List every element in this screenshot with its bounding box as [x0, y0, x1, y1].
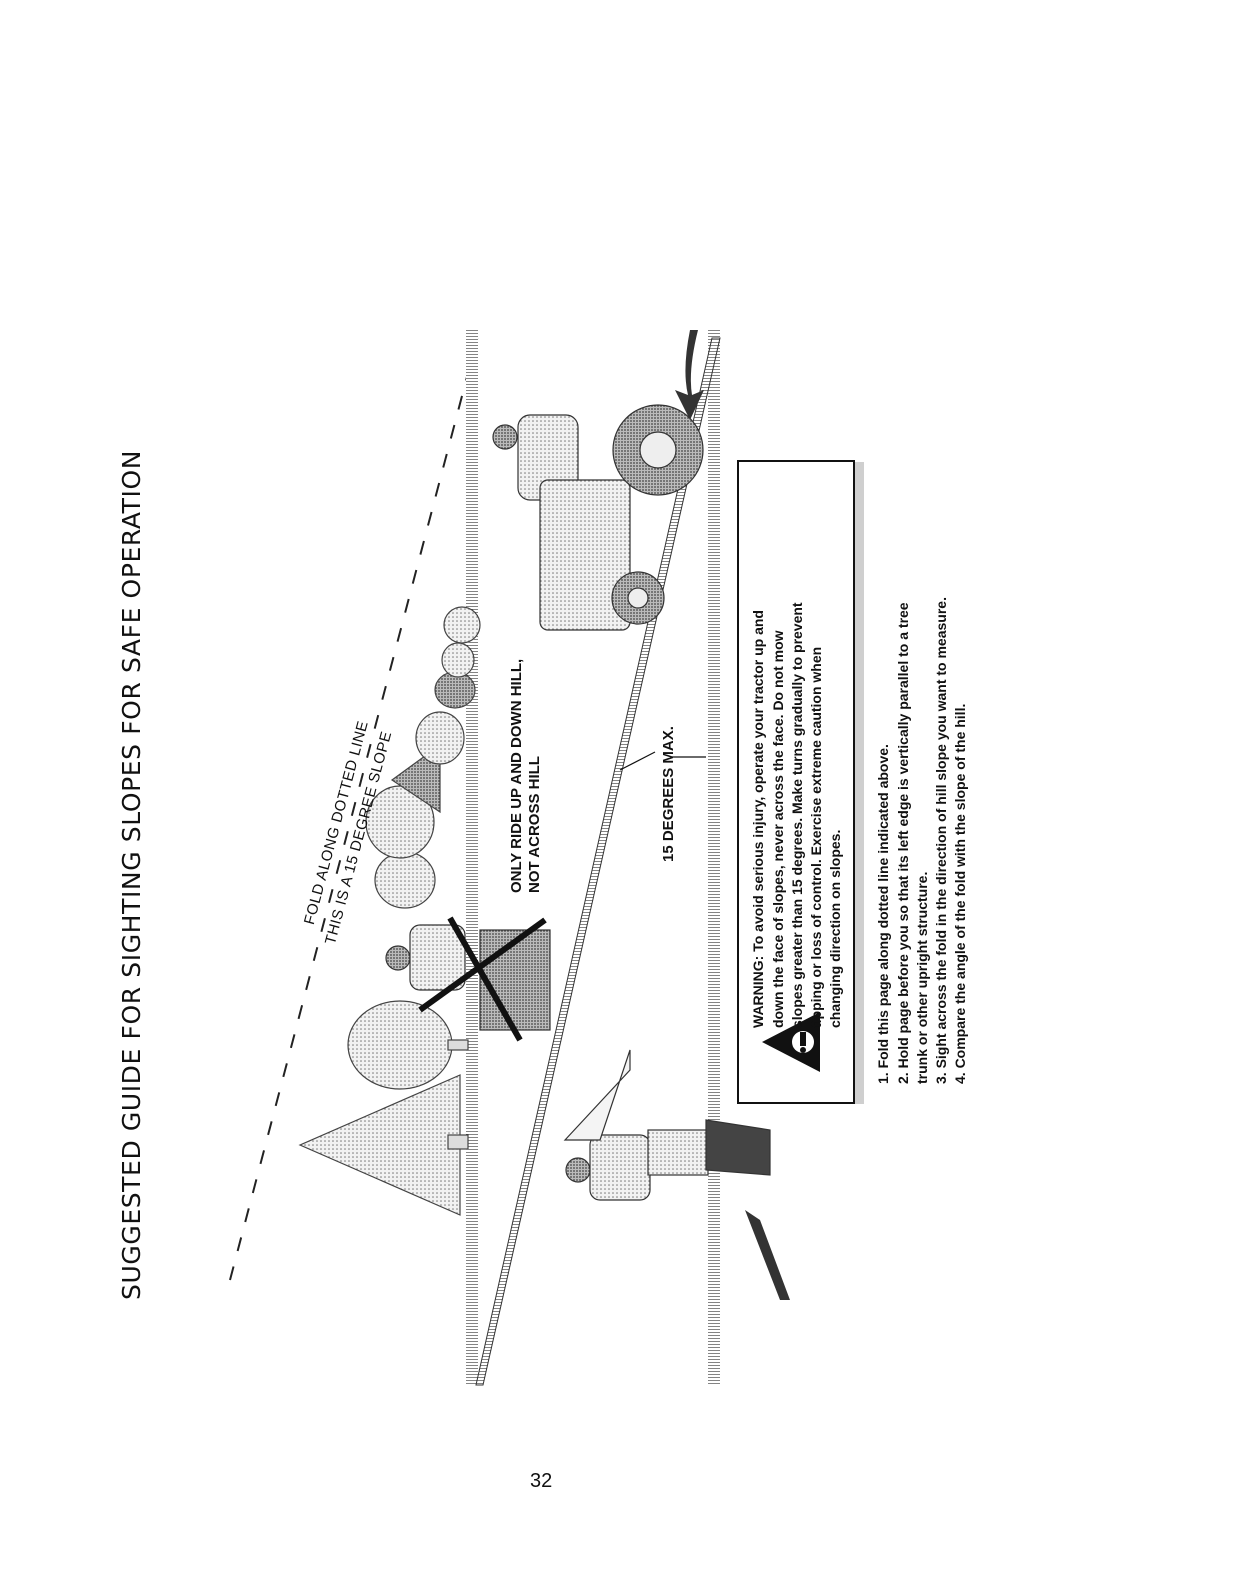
- feet: [705, 1119, 771, 1176]
- folded-page-held: [563, 1049, 631, 1141]
- tree: [347, 1000, 453, 1090]
- instruction-step: trunk or other upright structure.: [914, 871, 930, 1084]
- rider-head: [385, 945, 411, 971]
- tree: [374, 851, 436, 909]
- downhill-arrow: [675, 330, 704, 420]
- instruction-step: 2. Hold page before you so that its left…: [895, 602, 911, 1084]
- tree: [441, 642, 475, 678]
- warning-box: [737, 460, 855, 1104]
- instruction-step: 1. Fold this page along dotted line indi…: [875, 744, 891, 1084]
- reference-arrow: [745, 1210, 790, 1300]
- man-sighting-slope: [563, 1049, 771, 1201]
- warning-text-line: down the face of slopes, never across th…: [770, 630, 786, 1028]
- warning-text-line: tipping or loss of control. Exercise ext…: [808, 646, 824, 1028]
- x-mark-line: [418, 917, 547, 1013]
- dark-tree: [390, 743, 441, 814]
- tractor-up-hill: [492, 404, 704, 631]
- tree: [434, 671, 476, 709]
- tree: [443, 606, 481, 644]
- x-mark-line: [447, 916, 523, 1042]
- ride-instruction-line: ONLY RIDE UP AND DOWN HILL,: [508, 658, 525, 893]
- instruction-step: 4. Compare the angle of the fold with th…: [952, 703, 968, 1084]
- instruction-step: 3. Sight across the fold in the directio…: [933, 597, 949, 1084]
- tree-row: [298, 606, 481, 1216]
- tree: [415, 711, 465, 765]
- ride-instruction-line: NOT ACROSS HILL: [526, 756, 543, 893]
- warning-box-shadow: [852, 462, 864, 1104]
- crossed-out-tractor: [385, 916, 551, 1042]
- lower-ground-line: [708, 330, 720, 1384]
- man-head: [565, 1157, 591, 1183]
- fold-dotted-line: [229, 334, 479, 1281]
- rider-head: [492, 424, 518, 450]
- upper-ground-line: [466, 330, 478, 1384]
- warning-icon: [762, 1012, 820, 1072]
- max-angle-label: 15 DEGREES MAX.: [660, 726, 677, 862]
- warning-text-line: slopes greater than 15 degrees. Make tur…: [789, 602, 805, 1028]
- page-number: 32: [530, 1470, 553, 1492]
- pine-tree: [298, 1074, 461, 1216]
- angle-arrow: [619, 751, 656, 771]
- warning-text-line: changing direction on slopes.: [827, 829, 843, 1028]
- warning-text-line: WARNING: To avoid serious injury, operat…: [750, 610, 766, 1028]
